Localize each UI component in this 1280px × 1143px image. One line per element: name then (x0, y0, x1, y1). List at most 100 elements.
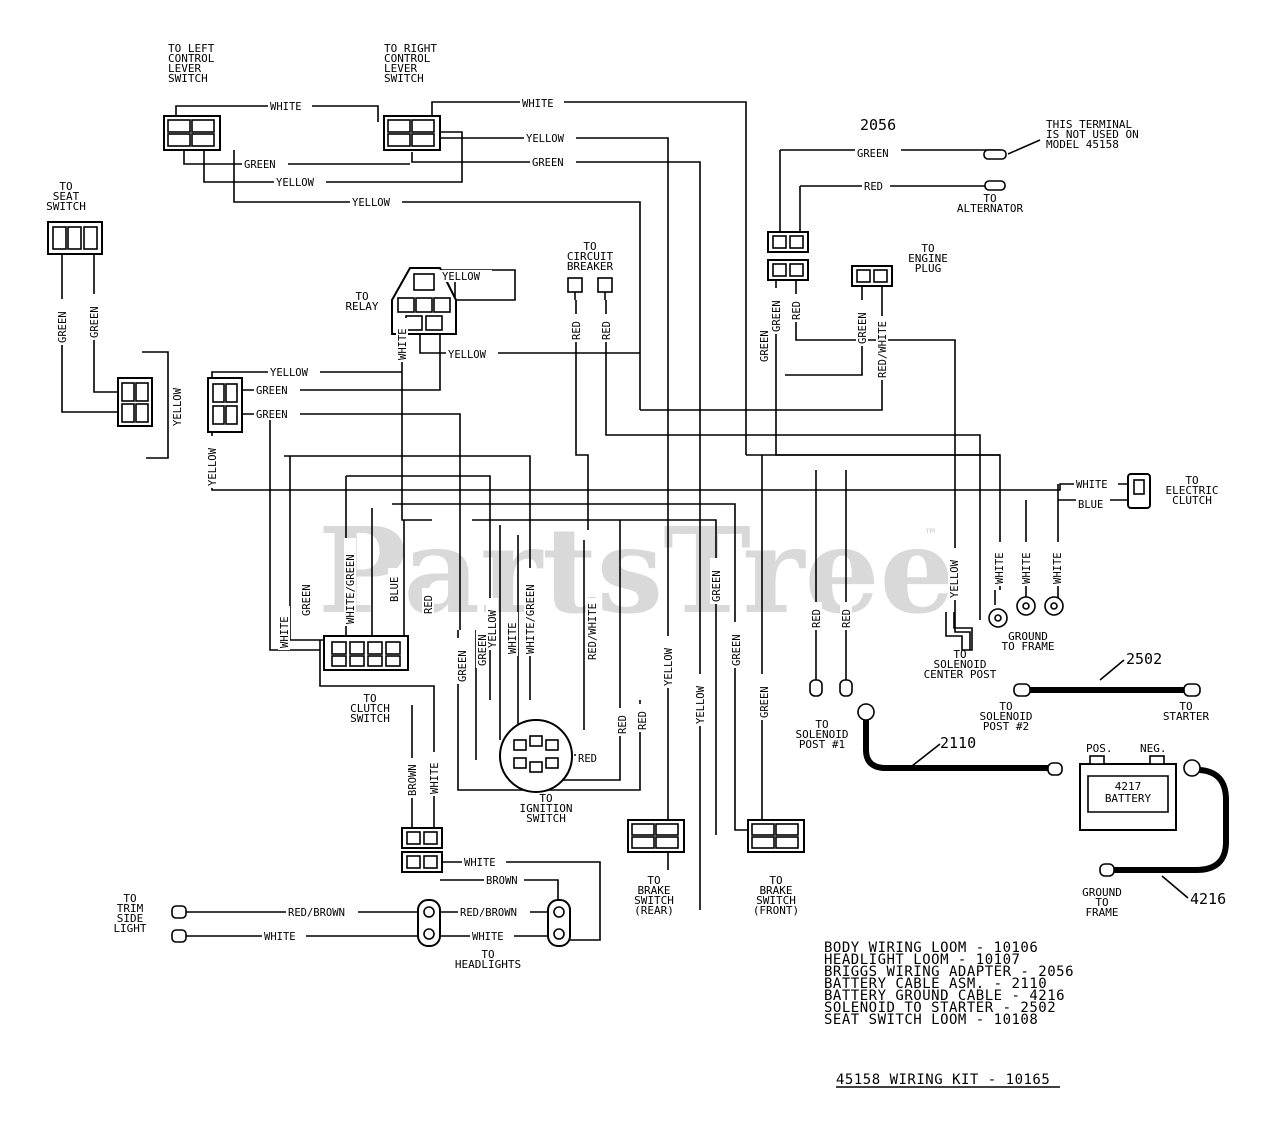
legend-line: BRIGGS WIRING ADAPTER - 2056 (824, 964, 1074, 980)
wire-label: RED (578, 753, 597, 765)
kit-title: 45158 WIRING KIT - 10165 (836, 1072, 1050, 1088)
svg-text:WHITE: WHITE (1052, 552, 1064, 584)
watermark: PartsTree (318, 501, 955, 640)
wire-label: GREEN (256, 385, 288, 397)
svg-text:RED: RED (791, 301, 803, 320)
legend-line: HEADLIGHT LOOM - 10107 (824, 952, 1020, 968)
headlight-sockets (417, 899, 571, 947)
svg-text:GREEN: GREEN (731, 634, 743, 666)
label-battery-neg: NEG. (1140, 742, 1167, 755)
legend-line: BODY WIRING LOOM - 10106 (824, 940, 1038, 956)
clutch-switch-connector (323, 635, 409, 671)
svg-text:RED: RED (423, 595, 435, 614)
circuit-breaker-terminals (567, 277, 613, 300)
watermark-tm: ™ (925, 525, 936, 544)
svg-text:YELLOW: YELLOW (663, 647, 675, 686)
parts-legend: BODY WIRING LOOM - 10106 HEADLIGHT LOOM … (824, 940, 1074, 1088)
wire-label: RED/BROWN (460, 907, 517, 919)
svg-text:GREEN: GREEN (89, 306, 101, 338)
wire-label: BLUE (1078, 499, 1103, 511)
svg-text:GREEN: GREEN (457, 650, 469, 682)
svg-text:RED: RED (637, 711, 649, 730)
legend-line: SEAT SWITCH LOOM - 10108 (824, 1012, 1038, 1028)
svg-text:WHITE: WHITE (1021, 552, 1033, 584)
wire-label: WHITE (522, 98, 554, 110)
label-battery-pos: POS. (1086, 742, 1113, 755)
wire-label: YELLOW (270, 367, 309, 379)
wire-label: WHITE (464, 857, 496, 869)
svg-text:WHITE/GREEN: WHITE/GREEN (345, 554, 357, 624)
trim-light-plugs (171, 905, 187, 943)
electric-clutch-connector (1127, 473, 1151, 509)
wire-label: YELLOW (442, 271, 481, 283)
wire-label: WHITE (270, 101, 302, 113)
battery (1079, 755, 1177, 831)
brake-rear-connector (627, 819, 685, 853)
label-part-2056: 2056 (860, 116, 896, 134)
svg-text:GREEN: GREEN (301, 584, 313, 616)
svg-text:RED: RED (811, 609, 823, 628)
svg-text:RED: RED (617, 715, 629, 734)
seat-loom-connector (117, 377, 153, 427)
svg-text:RED: RED (601, 321, 613, 340)
wire-label: WHITE (1076, 479, 1108, 491)
svg-text:YELLOW: YELLOW (949, 559, 961, 598)
legend-line: BATTERY GROUND CABLE - 4216 (824, 988, 1065, 1004)
svg-text:GREEN: GREEN (771, 300, 783, 332)
svg-text:GREEN: GREEN (759, 330, 771, 362)
left-lever-connector (163, 115, 221, 151)
brake-front-connector (747, 819, 805, 853)
ring-terminals-ground (954, 590, 1064, 650)
wire-label: RED/BROWN (288, 907, 345, 919)
legend-line: SOLENOID TO STARTER - 2502 (824, 1000, 1056, 1016)
svg-text:WHITE/GREEN: WHITE/GREEN (525, 584, 537, 654)
ignition-switch-connector (499, 719, 573, 793)
wire-label: RED (864, 181, 883, 193)
wire-label: YELLOW (526, 133, 565, 145)
engine-plug-connector (851, 265, 893, 287)
label-part-2110: 2110 (940, 734, 976, 752)
solenoid-post1-terminals (809, 679, 875, 721)
svg-text:WHITE: WHITE (429, 762, 441, 794)
wire-labels: WHITE WHITE YELLOW GREEN GREEN YELLOW YE… (56, 96, 1118, 943)
battery-cables (863, 687, 1229, 873)
wire-label: YELLOW (448, 349, 487, 361)
label-part-2502: 2502 (1126, 650, 1162, 668)
svg-text:YELLOW: YELLOW (695, 685, 707, 724)
svg-text:RED: RED (571, 321, 583, 340)
wire-label: GREEN (244, 159, 276, 171)
relay-connector (391, 267, 457, 335)
svg-text:WHITE: WHITE (507, 622, 519, 654)
small-connector-left (207, 377, 243, 433)
svg-text:YELLOW: YELLOW (487, 609, 499, 648)
wire-label: YELLOW (352, 197, 391, 209)
wire-label: YELLOW (276, 177, 315, 189)
wire-label: GREEN (256, 409, 288, 421)
svg-text:BLUE: BLUE (389, 577, 401, 602)
wire-label: GREEN (857, 148, 889, 160)
svg-text:GREEN: GREEN (857, 312, 869, 344)
label-part-4216: 4216 (1190, 890, 1226, 908)
headlight-loom-connectors (401, 827, 443, 873)
wire-label: WHITE (472, 931, 504, 943)
svg-text:RED: RED (841, 609, 853, 628)
svg-text:GREEN: GREEN (711, 570, 723, 602)
svg-text:GREEN: GREEN (57, 311, 69, 343)
